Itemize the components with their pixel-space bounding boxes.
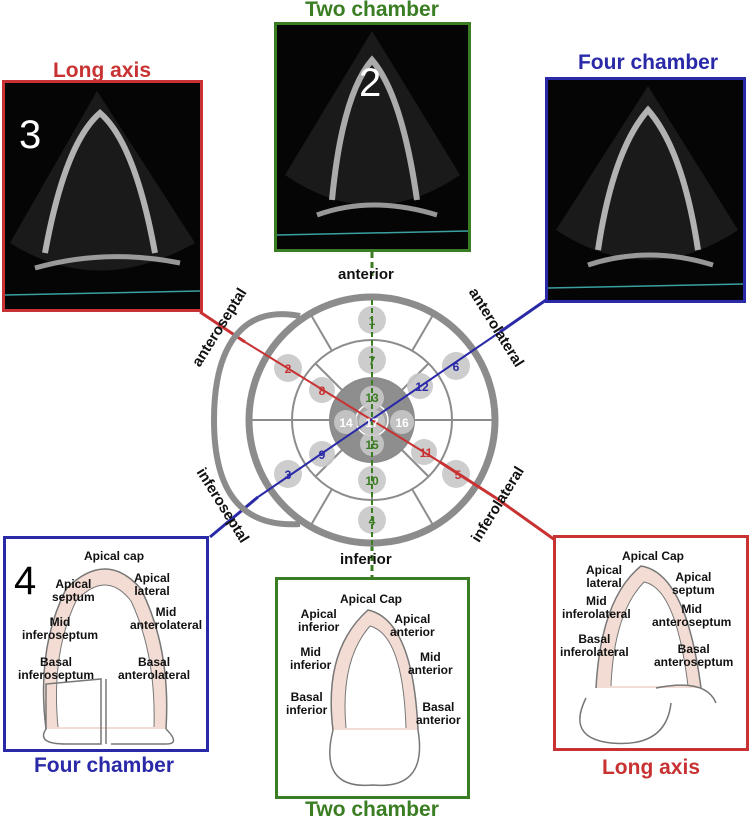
title-two-chamber-top: Two chamber bbox=[305, 0, 439, 21]
sk2-apical-cap: Apical Cap bbox=[340, 592, 403, 606]
connector-four-chamber-bottom bbox=[209, 495, 259, 539]
sketch-long-axis: Apical Cap Apical lateral Apical septum … bbox=[553, 535, 749, 751]
skla-basal-anteroseptum: Basal anteroseptum bbox=[654, 642, 734, 669]
sketch-two-chamber: Apical Cap Apical inferior Apical anteri… bbox=[275, 577, 470, 799]
segment-10: 10 bbox=[365, 474, 379, 488]
segment-1: 1 bbox=[369, 314, 376, 328]
skla-apical-lateral: Apical lateral bbox=[586, 563, 623, 590]
segment-11: 11 bbox=[420, 446, 433, 460]
echo-two-chamber: 2 bbox=[274, 22, 471, 252]
title-four-chamber-bottom: Four chamber bbox=[33, 754, 175, 777]
sk4-mid-inferoseptum: Mid inferoseptum bbox=[22, 615, 99, 642]
title-two-chamber-bottom: Two chamber bbox=[305, 798, 439, 821]
segment-12: 12 bbox=[415, 380, 429, 394]
echo-long-axis: 3 bbox=[2, 80, 203, 312]
segment-14: 14 bbox=[339, 416, 353, 430]
segment-8: 8 bbox=[319, 384, 326, 398]
title-four-chamber-top: Four chamber bbox=[577, 51, 719, 74]
label-inferior: inferior bbox=[340, 551, 392, 568]
sk2-basal-anterior: Basal anterior bbox=[416, 700, 461, 727]
skla-mid-anteroseptum: Mid anteroseptum bbox=[652, 602, 732, 629]
label-anterior: anterior bbox=[338, 266, 394, 283]
echo-number-3: 3 bbox=[19, 113, 42, 157]
skla-apical-cap: Apical Cap bbox=[622, 549, 685, 563]
connector-long-axis-bottom bbox=[495, 496, 556, 542]
rv-outline bbox=[210, 311, 301, 528]
sk4-mid-anterolateral: Mid anterolateral bbox=[130, 605, 203, 632]
sk2-apical-inferior: Apical inferior bbox=[298, 607, 340, 634]
sk2-apical-anterior: Apical anterior bbox=[390, 612, 435, 639]
sk4-basal-anterolateral: Basal anterolateral bbox=[118, 655, 191, 682]
segment-7: 7 bbox=[369, 354, 376, 368]
segment-3: 3 bbox=[285, 468, 292, 482]
sk4-apical-cap: Apical cap bbox=[84, 549, 145, 563]
skla-basal-inferolateral: Basal inferolateral bbox=[560, 632, 629, 659]
sk2-mid-inferior: Mid inferior bbox=[290, 645, 332, 672]
sk4-basal-inferoseptum: Basal inferoseptum bbox=[18, 655, 95, 682]
segment-5: 5 bbox=[455, 468, 462, 482]
sk4-apical-septum: Apical septum bbox=[52, 577, 95, 604]
sk4-apical-lateral: Apical lateral bbox=[134, 571, 171, 598]
sketch-number-4: 4 bbox=[14, 559, 37, 603]
skla-mid-inferolateral: Mid inferolateral bbox=[562, 594, 631, 621]
segment-9: 9 bbox=[319, 448, 326, 462]
echo-number-2: 2 bbox=[359, 61, 382, 105]
segment-2: 2 bbox=[285, 362, 292, 376]
title-long-axis-bottom: Long axis bbox=[601, 756, 701, 779]
segment-17: 17 bbox=[365, 416, 379, 430]
segment-13: 13 bbox=[365, 391, 379, 405]
sk2-mid-anterior: Mid anterior bbox=[408, 650, 453, 677]
echo-four-chamber bbox=[545, 77, 746, 303]
connector-four-chamber-top bbox=[499, 298, 547, 334]
segment-6: 6 bbox=[453, 360, 460, 374]
segment-4: 4 bbox=[369, 514, 376, 528]
segment-15: 15 bbox=[365, 438, 379, 452]
skla-apical-septum: Apical septum bbox=[672, 570, 715, 597]
title-long-axis-top: Long axis bbox=[52, 59, 152, 82]
segment-16: 16 bbox=[395, 416, 409, 430]
sketch-four-chamber: 4 Apical cap Apical septum Apical latera… bbox=[3, 536, 209, 752]
sk2-basal-inferior: Basal inferior bbox=[286, 690, 328, 717]
